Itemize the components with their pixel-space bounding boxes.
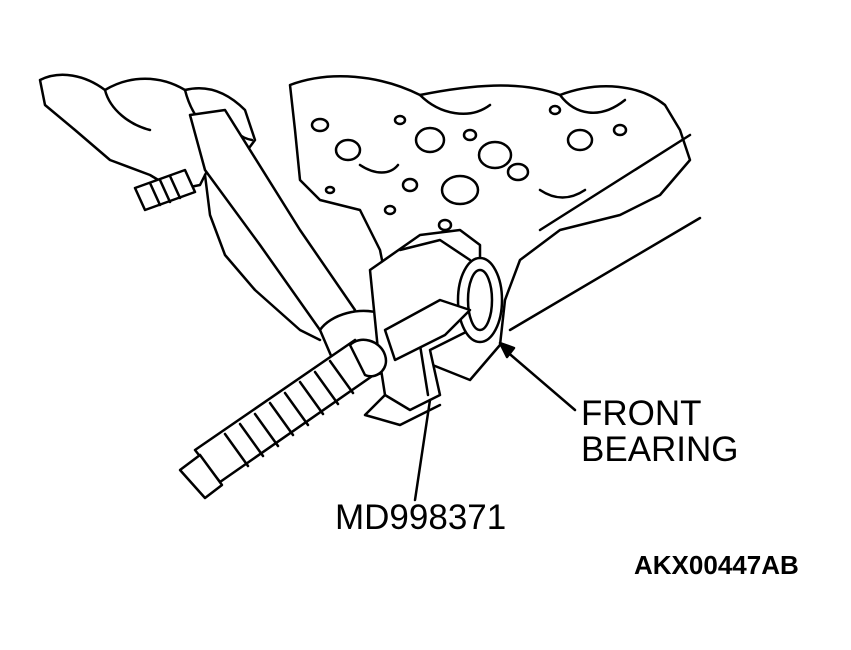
front-bearing-callout-line1: FRONT (581, 394, 702, 433)
front-bearing-callout-line2: BEARING (581, 430, 739, 469)
figure-code: AKX00447AB (634, 550, 799, 580)
transmission-case (288, 75, 692, 382)
housing-edge (508, 133, 702, 332)
forcing-screw (178, 298, 472, 500)
tool-number-callout: MD998371 (335, 498, 507, 537)
leader-lines (413, 341, 577, 502)
stud (133, 168, 197, 212)
